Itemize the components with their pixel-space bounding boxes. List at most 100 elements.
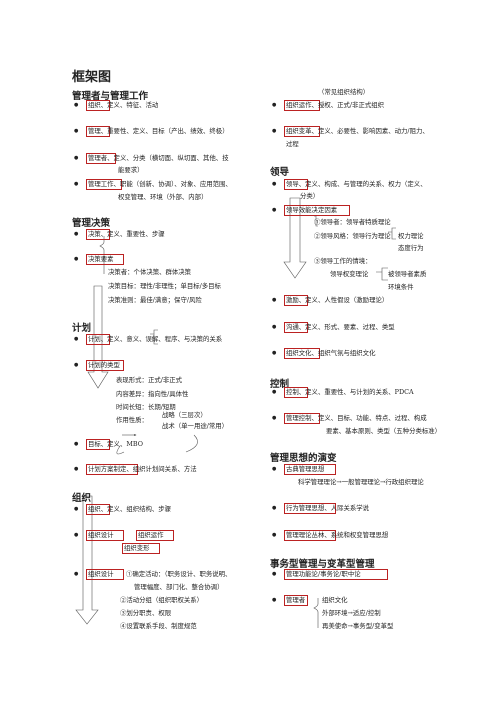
bullet: ● bbox=[74, 336, 79, 342]
highlight-box bbox=[284, 595, 308, 606]
sub-item: 决策准则：最佳/满意；保守/风险 bbox=[108, 296, 202, 304]
sub-item: 作用性质： bbox=[116, 416, 148, 424]
sub-item: 决策目标：理性/非理性；单目标/多目标 bbox=[108, 282, 221, 290]
highlight-box bbox=[284, 387, 308, 398]
bullet: ● bbox=[74, 128, 79, 134]
list-item: 计划、定义、意义、误解、程序、与决策的关系 bbox=[88, 335, 223, 343]
bullet: ● bbox=[272, 505, 277, 511]
list-item-continued: 能要求） bbox=[118, 166, 144, 174]
bullet: ● bbox=[74, 231, 79, 237]
bullet: ● bbox=[272, 102, 277, 108]
highlight-box bbox=[284, 503, 336, 514]
list-item-continued: 权变管理、环境（外部、内部） bbox=[118, 193, 208, 201]
list-item-continued: 过程 bbox=[286, 140, 299, 148]
highlight-box bbox=[284, 205, 350, 216]
highlight-box bbox=[284, 464, 336, 475]
highlight-box bbox=[122, 543, 160, 554]
list-item: 管理工作、职能（创新、协调）、对象、应用范围、 bbox=[88, 180, 232, 188]
highlight-box bbox=[86, 229, 110, 240]
note: （常见组织结构） bbox=[318, 88, 370, 96]
list-item: 决策、定义、重要性、步骤 bbox=[88, 230, 165, 238]
list-item: 组织、定义、特征、活动 bbox=[88, 101, 159, 109]
highlight-box bbox=[86, 504, 110, 515]
highlight-box bbox=[284, 179, 308, 190]
highlight-box bbox=[284, 126, 320, 137]
list-item: 组织运作 bbox=[138, 531, 164, 539]
bullet: ● bbox=[272, 128, 277, 134]
section-heading: 事务型管理与变革型管理 bbox=[270, 559, 375, 570]
highlight-box bbox=[86, 100, 110, 111]
sub-item: 被领导者素质 bbox=[388, 270, 427, 278]
section-heading: 领导 bbox=[270, 167, 290, 178]
list-item: 沟通、定义、形式、要素、过程、类型 bbox=[286, 323, 395, 331]
sub-item: 再美使命→事务型/变革型 bbox=[322, 622, 394, 630]
list-item: 管理、重要性、定义、目标（产出、绩效、终极） bbox=[88, 127, 229, 135]
list-item-continued: 要素、基本原则、类型（五种分类标准） bbox=[326, 427, 442, 435]
list-item-continued: 分类） bbox=[300, 192, 320, 200]
highlight-box bbox=[86, 254, 124, 265]
sub-item: 时间长短：长期/短期 bbox=[116, 403, 176, 411]
section-heading: 计划 bbox=[72, 323, 92, 334]
list-item: 组织变革、定义、必要性、影响因素、动力/阻力、 bbox=[286, 127, 429, 135]
bullet: ● bbox=[272, 207, 277, 213]
list-item: 管理功能论/事务论/职中论 bbox=[286, 570, 361, 578]
sub-item: 战术（单一用途/常用） bbox=[162, 422, 229, 430]
list-item: 行为管理思想、人际关系学说 bbox=[286, 504, 370, 512]
list-item: 组织、定义、组织结构、步骤 bbox=[88, 505, 172, 513]
highlight-box bbox=[86, 569, 124, 580]
highlight-box bbox=[86, 439, 110, 450]
list-item: 管理者、定义、分类（横切面、纵切面、其他、技 bbox=[88, 154, 229, 162]
bullet: ● bbox=[272, 389, 277, 395]
bullet: ● bbox=[272, 532, 277, 538]
sub-item: 决策者：个体决策、群体决策 bbox=[108, 268, 192, 276]
highlight-box bbox=[284, 295, 308, 306]
list-item: 古典管理思想 bbox=[286, 465, 325, 473]
bullet: ● bbox=[74, 571, 79, 577]
highlight-box bbox=[284, 530, 336, 541]
bullet: ● bbox=[74, 181, 79, 187]
highlight-box bbox=[136, 530, 174, 541]
bullet: ● bbox=[272, 297, 277, 303]
highlight-box bbox=[86, 334, 110, 345]
highlight-box bbox=[284, 348, 320, 359]
list-item: 计划的类型 bbox=[88, 361, 120, 369]
sub-item: 组织文化 bbox=[322, 596, 348, 604]
highlight-box bbox=[86, 530, 124, 541]
sub-item: ①领导者：领导者特质理论 bbox=[314, 218, 391, 226]
sub-item: 权力理论 bbox=[398, 232, 424, 240]
page-title: 框架图 bbox=[72, 70, 112, 85]
section-heading: 管理思想的演变 bbox=[270, 453, 337, 464]
section-heading: 组织 bbox=[72, 493, 92, 504]
sub-item: 外部环境→适应/控制 bbox=[322, 609, 381, 617]
bullet: ● bbox=[74, 506, 79, 512]
section-heading: 管理决策 bbox=[72, 218, 111, 229]
highlight-box bbox=[86, 360, 124, 371]
bullet: ● bbox=[74, 466, 79, 472]
bullet: ● bbox=[272, 350, 277, 356]
list-item: 计划方案制定、组织计划间关系、方法 bbox=[88, 465, 197, 473]
bullet: ● bbox=[74, 102, 79, 108]
bullet: ● bbox=[272, 571, 277, 577]
sub-item: ④设置联系手段、制度规范 bbox=[120, 622, 197, 630]
highlight-box bbox=[284, 100, 320, 111]
bullet: ● bbox=[74, 155, 79, 161]
list-item: 组织设计 bbox=[88, 570, 114, 578]
highlight-box bbox=[86, 153, 116, 164]
section-heading: 控制 bbox=[270, 379, 290, 390]
bullet: ● bbox=[272, 415, 277, 421]
sub-item: 环境条件 bbox=[388, 283, 414, 291]
bullet: ● bbox=[272, 597, 277, 603]
sub-item: ②活动分组（组织职权关系） bbox=[120, 596, 204, 604]
list-item: 领导、定义、构成、与管理的关系、权力（定义、 bbox=[286, 180, 427, 188]
highlight-box bbox=[86, 126, 110, 137]
sub-item: ①确定活动：（职务设计、职务说明、 bbox=[126, 570, 232, 578]
list-item: 管理者 bbox=[286, 596, 306, 604]
sub-item: 战略（三层次） bbox=[162, 411, 207, 419]
highlight-box bbox=[86, 464, 138, 475]
sub-item: ③领导工作的情境： bbox=[314, 257, 372, 265]
bullet: ● bbox=[272, 324, 277, 330]
bullet: ● bbox=[74, 256, 79, 262]
sub-item: 内容差异：指向性/具体性 bbox=[116, 390, 189, 398]
bullet: ● bbox=[272, 181, 277, 187]
